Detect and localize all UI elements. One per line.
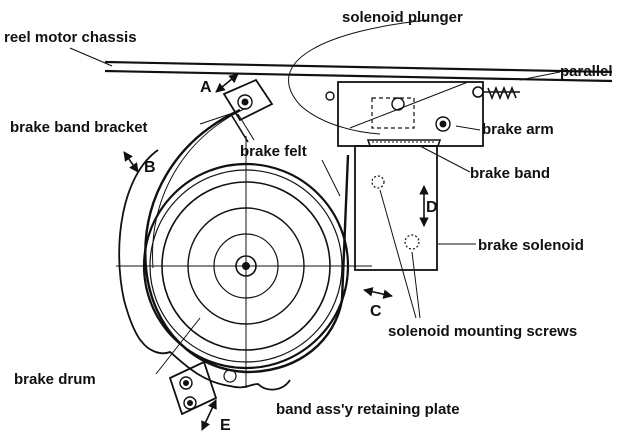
return-spring [472, 85, 520, 101]
label-brake-solenoid: brake solenoid [478, 237, 584, 254]
band-assy-retaining-plate [118, 149, 291, 391]
label-brake-drum: brake drum [14, 371, 96, 388]
label-brake-band: brake band [470, 165, 550, 182]
adjustment-point-a: A [200, 79, 212, 96]
brake-drum [116, 136, 372, 388]
bottom-band-bracket [168, 360, 218, 416]
label-brake-band-bracket: brake band bracket [10, 119, 148, 136]
adjustment-arrows [123, 73, 429, 431]
label-brake-arm: brake arm [482, 121, 554, 138]
label-solenoid-mounting-screws: solenoid mounting screws [388, 323, 577, 340]
label-parallel: parallel [560, 63, 613, 80]
brake-arm [325, 81, 484, 147]
label-brake-felt: brake felt [240, 143, 307, 160]
adjustment-point-d: D [426, 199, 438, 216]
brake-band [144, 107, 350, 374]
adjustment-point-c: C [370, 303, 382, 320]
brake-band-bracket [222, 78, 274, 143]
adjustment-point-b: B [144, 159, 156, 176]
leader-lines [155, 19, 561, 375]
brake-felt [366, 139, 442, 147]
reel-motor-chassis [69, 47, 613, 83]
label-band-assy-retaining-plate: band ass'y retaining plate [276, 401, 460, 418]
brake-solenoid [354, 145, 438, 271]
label-solenoid-plunger: solenoid plunger [342, 9, 463, 26]
label-reel-motor-chassis: reel motor chassis [4, 29, 137, 46]
adjustment-point-e: E [220, 417, 231, 434]
